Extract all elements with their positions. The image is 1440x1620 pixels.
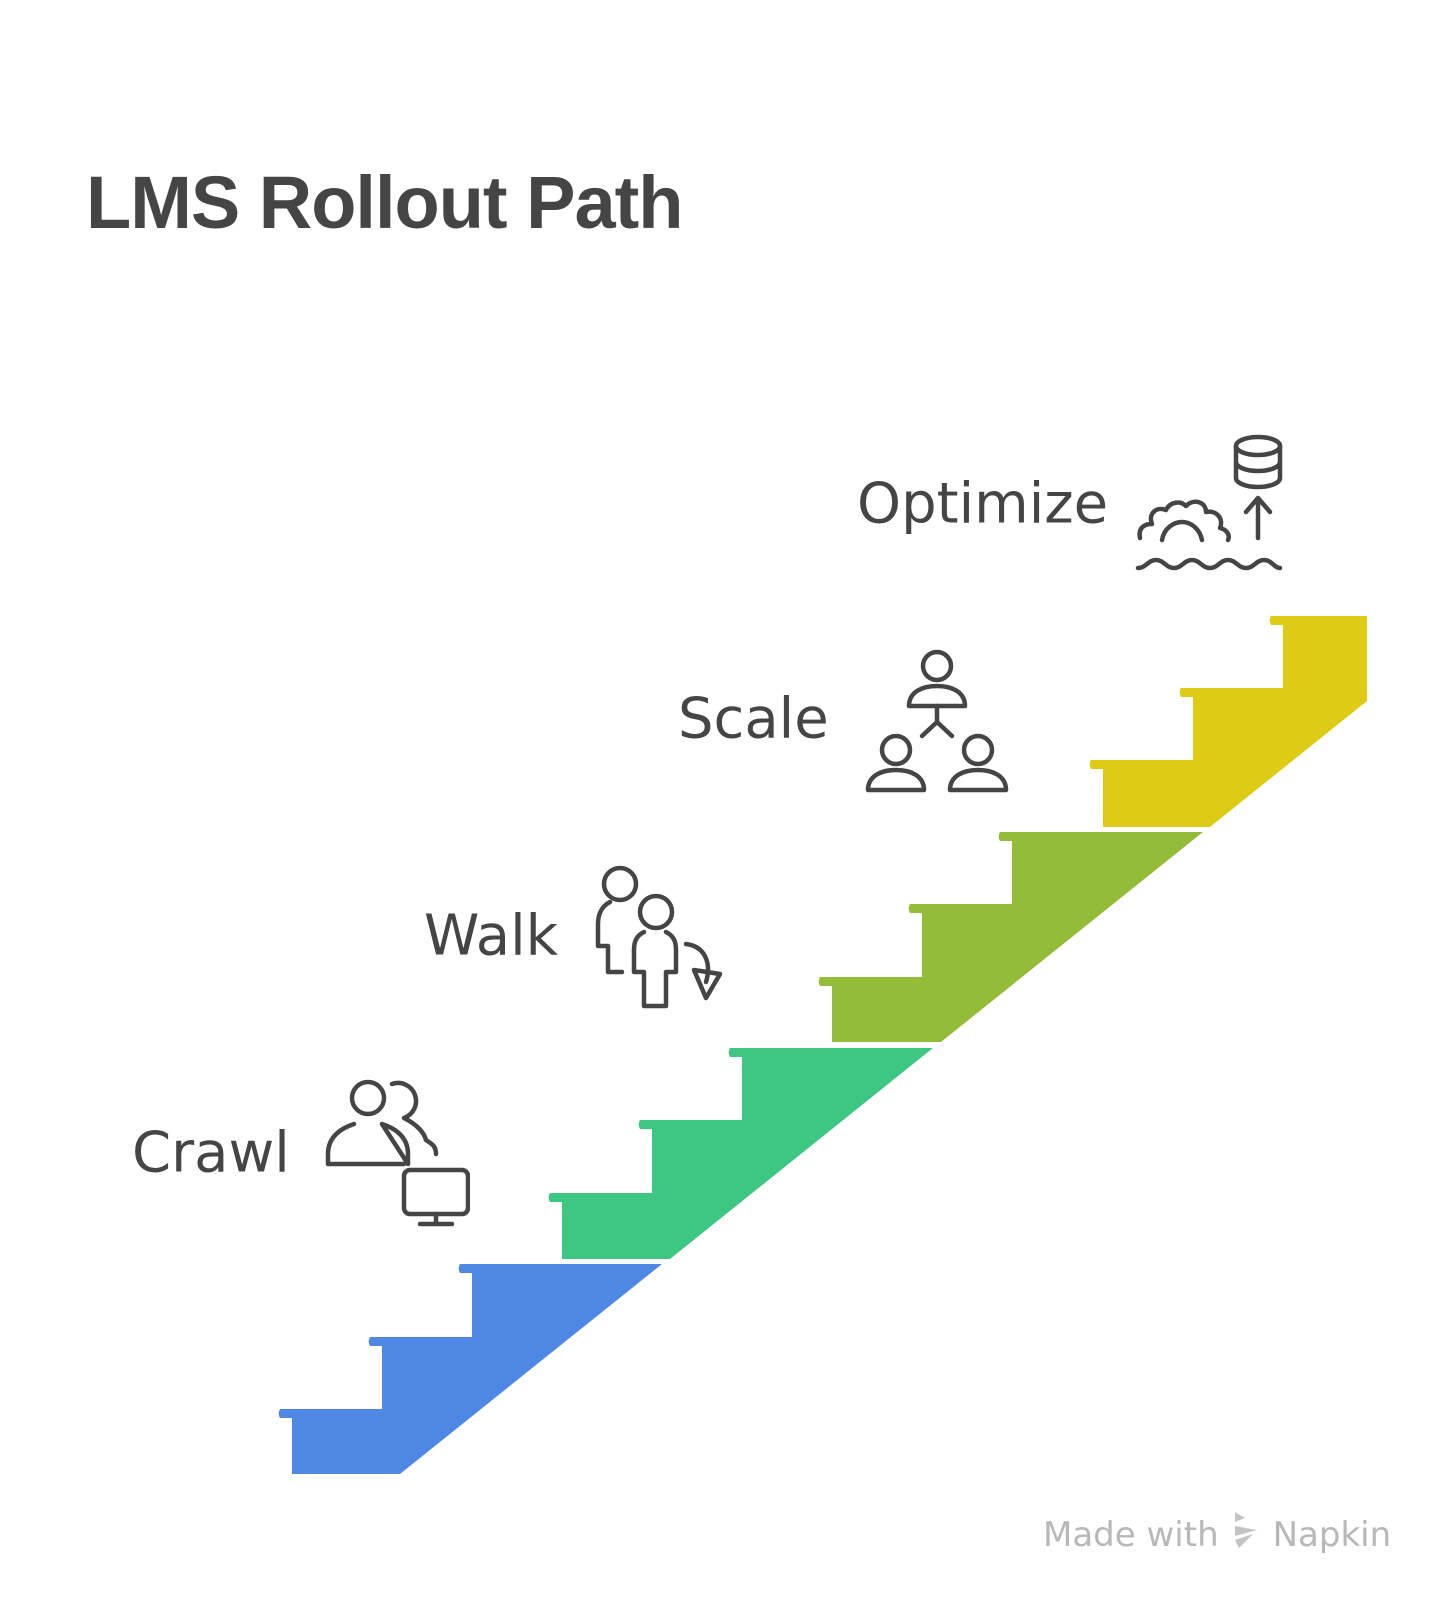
stair-walk xyxy=(548,1048,933,1259)
people-transition-icon xyxy=(594,862,744,1017)
gear-database-growth-icon xyxy=(1134,432,1284,587)
step-label-crawl: Crawl xyxy=(132,1120,290,1186)
step-label-scale: Scale xyxy=(678,686,829,752)
users-computer-icon xyxy=(320,1078,471,1233)
stair-optimize xyxy=(1089,616,1367,827)
made-with-text: Made with xyxy=(1043,1514,1219,1555)
footer-attribution: Made with Napkin xyxy=(1043,1512,1391,1557)
page-title: LMS Rollout Path xyxy=(86,161,683,244)
stair-scale xyxy=(818,832,1203,1042)
napkin-brand-text: Napkin xyxy=(1272,1514,1392,1555)
napkin-logo-icon xyxy=(1231,1512,1261,1557)
stair-crawl xyxy=(278,1264,662,1474)
step-label-walk: Walk xyxy=(424,903,559,969)
team-hierarchy-icon xyxy=(862,648,1012,803)
step-label-optimize: Optimize xyxy=(857,471,1109,537)
